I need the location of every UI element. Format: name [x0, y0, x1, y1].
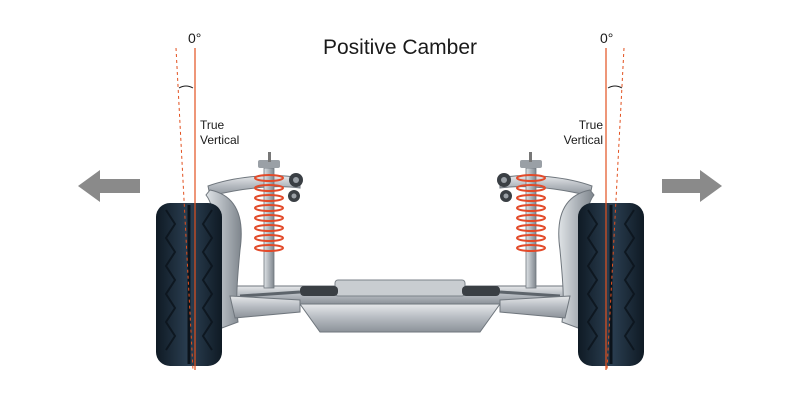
- right-angle-label: 0°: [600, 30, 614, 46]
- right-tire: [578, 203, 644, 366]
- left-tire: [156, 203, 222, 366]
- left-true-vertical-line: [175, 47, 196, 371]
- left-angle-label: 0°: [188, 30, 202, 46]
- right-true-vertical-line: [605, 47, 625, 371]
- left-strut: [254, 152, 303, 289]
- left-label-line2: Vertical: [200, 133, 240, 147]
- right-strut: [497, 152, 546, 289]
- right-upper-control-arm: [499, 175, 593, 197]
- right-lower-control-arm: [499, 295, 571, 319]
- right-true-vertical-label: True Vertical: [547, 118, 603, 148]
- left-true-vertical-label: True Vertical: [200, 118, 239, 148]
- right-label-line1: True: [578, 118, 603, 132]
- left-lower-control-arm: [229, 295, 301, 319]
- right-label-line2: Vertical: [563, 133, 603, 147]
- left-upper-control-arm: [207, 175, 301, 197]
- arrow-left-icon: [78, 170, 140, 202]
- diagram-title: Positive Camber: [322, 36, 478, 59]
- arrow-right-icon: [662, 170, 722, 202]
- axle-assembly: [229, 279, 571, 333]
- left-label-line1: True: [200, 118, 225, 132]
